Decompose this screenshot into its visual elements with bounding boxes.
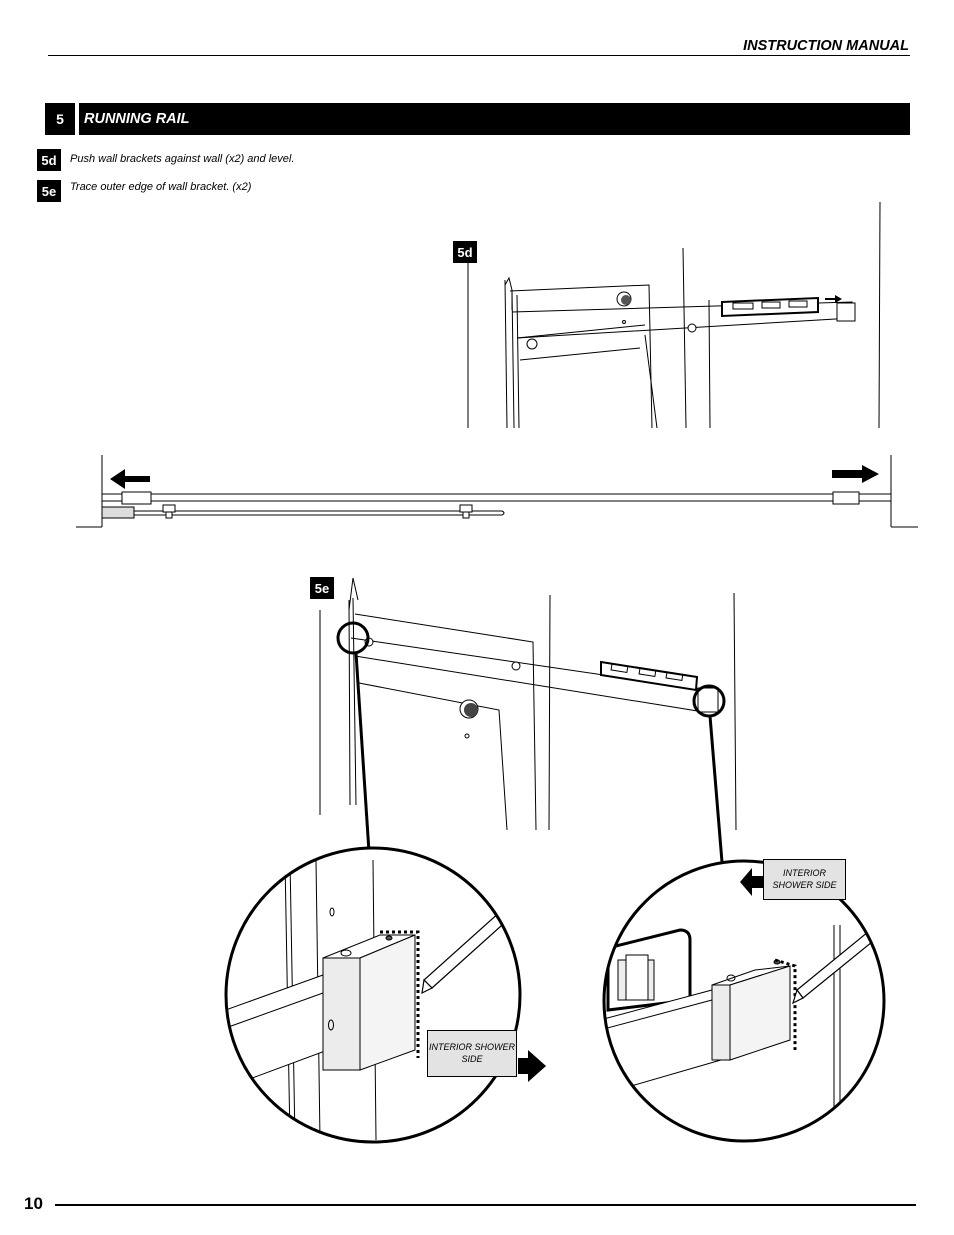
callout-arrow-right bbox=[740, 868, 764, 896]
detail-left-content bbox=[226, 848, 520, 1142]
detail-circle-right bbox=[602, 859, 886, 1143]
figure-5e-drawing bbox=[319, 577, 737, 831]
left-push-arrow bbox=[110, 469, 150, 489]
figure-5d-drawing bbox=[467, 201, 881, 429]
leader-line-right bbox=[708, 715, 724, 863]
figure-badge-5e: 5e bbox=[310, 577, 334, 599]
step-text-5d: Push wall brackets against wall (x2) and… bbox=[70, 153, 295, 165]
detail-circle-left bbox=[224, 846, 522, 1144]
callout-interior-shower-side-right: INTERIOR SHOWER SIDE bbox=[763, 859, 846, 900]
leader-line-left bbox=[354, 652, 371, 853]
callout-arrow-left bbox=[518, 1050, 546, 1082]
section-title: RUNNING RAIL bbox=[79, 103, 910, 135]
detail-marker-left bbox=[336, 621, 370, 655]
callout-interior-shower-side-left: INTERIOR SHOWER SIDE bbox=[427, 1030, 517, 1077]
section-number: 5 bbox=[45, 103, 75, 135]
step-badge-5e: 5e bbox=[37, 180, 61, 202]
step-badge-5d: 5d bbox=[37, 149, 61, 171]
detail-right-content bbox=[604, 861, 884, 1141]
page-number: 10 bbox=[24, 1194, 43, 1213]
push-arrow-5d bbox=[825, 295, 842, 303]
manual-title: INSTRUCTION MANUAL bbox=[743, 38, 909, 54]
figure-badge-5d: 5d bbox=[453, 241, 477, 263]
header-rule bbox=[48, 55, 910, 56]
footer-rule bbox=[55, 1204, 916, 1206]
rail-overview-drawing bbox=[76, 455, 918, 528]
right-push-arrow bbox=[832, 465, 879, 483]
detail-marker-right bbox=[692, 684, 726, 718]
step-text-5e: Trace outer edge of wall bracket. (x2) bbox=[70, 181, 252, 193]
